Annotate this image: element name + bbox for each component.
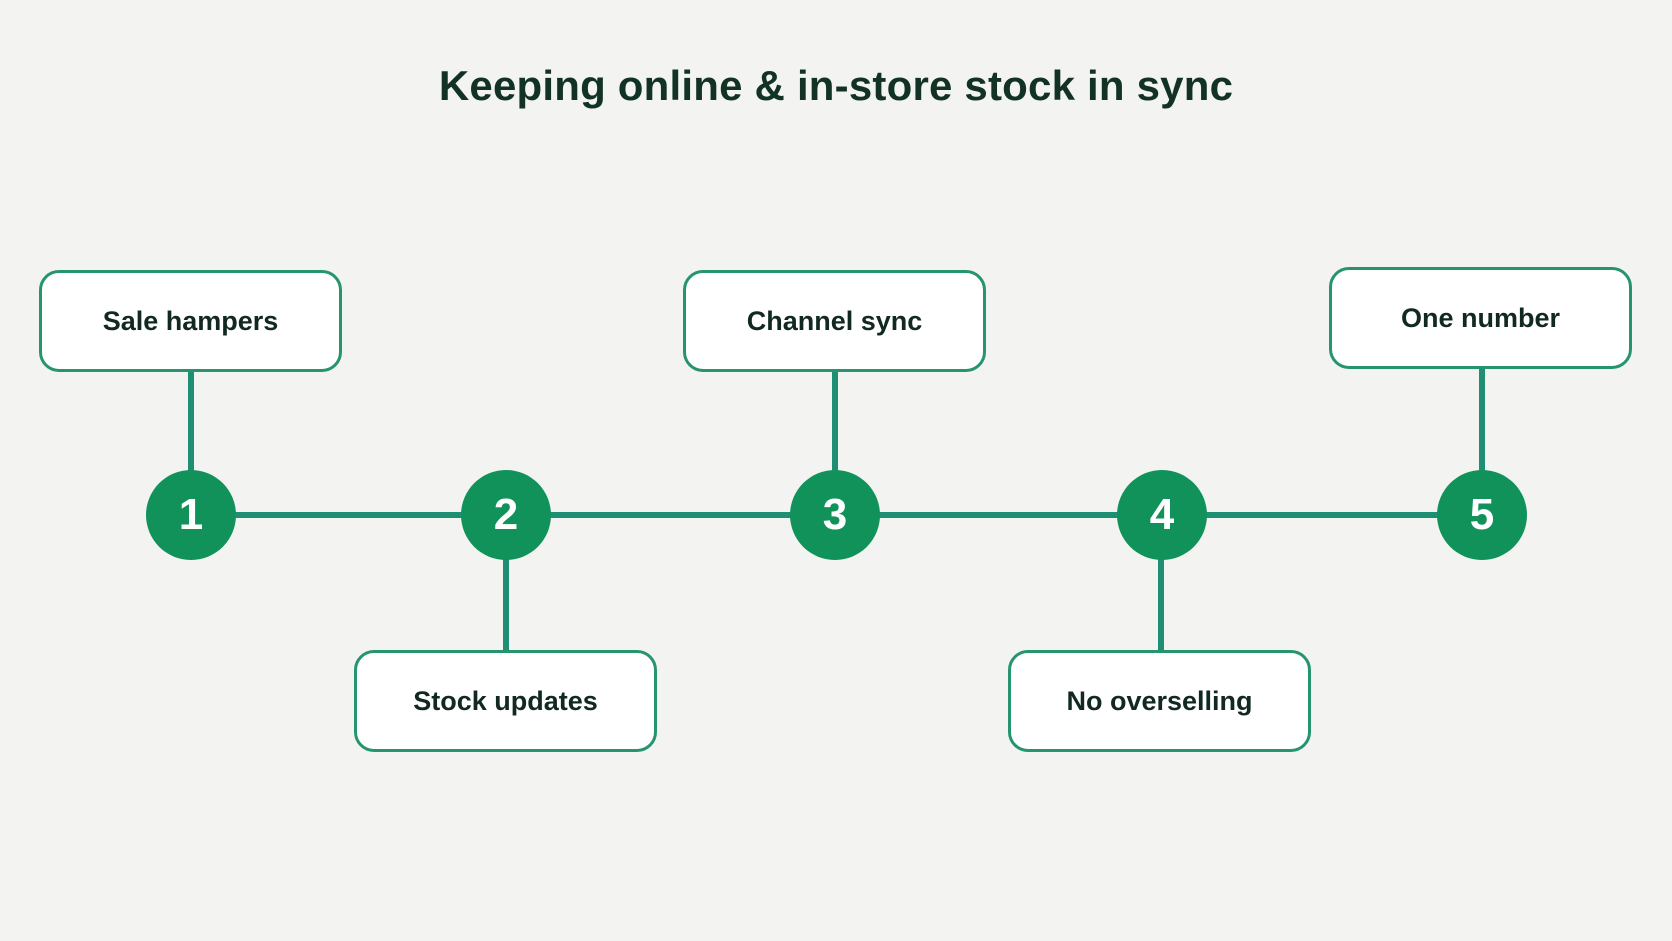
step-1-card: Sale hampers	[39, 270, 342, 372]
step-1-number: 1	[178, 490, 204, 539]
step-2-label: Stock updates	[413, 685, 598, 716]
step-1-label: Sale hampers	[102, 305, 279, 336]
connector-step-4	[1158, 556, 1164, 651]
step-4-marker: 4	[1117, 470, 1207, 560]
step-3-number: 3	[822, 490, 848, 539]
step-5-marker: 5	[1437, 470, 1527, 560]
step-1-marker: 1	[146, 470, 236, 560]
step-5-number: 5	[1469, 490, 1495, 539]
step-2-number: 2	[493, 490, 519, 539]
step-5-label: One number	[1400, 302, 1561, 333]
step-3-card: Channel sync	[683, 270, 986, 372]
step-3-marker: 3	[790, 470, 880, 560]
connector-step-5	[1479, 369, 1485, 472]
step-3-label: Channel sync	[746, 305, 923, 336]
step-4-label: No overselling	[1066, 685, 1253, 716]
connector-step-3	[832, 372, 838, 472]
step-4-card: No overselling	[1008, 650, 1311, 752]
step-5-card: One number	[1329, 267, 1632, 369]
connector-step-2	[503, 556, 509, 651]
step-2-marker: 2	[461, 470, 551, 560]
connector-step-1	[188, 372, 194, 472]
diagram-title: Keeping online & in-store stock in sync	[438, 62, 1234, 109]
step-4-number: 4	[1149, 490, 1175, 539]
step-2-card: Stock updates	[354, 650, 657, 752]
